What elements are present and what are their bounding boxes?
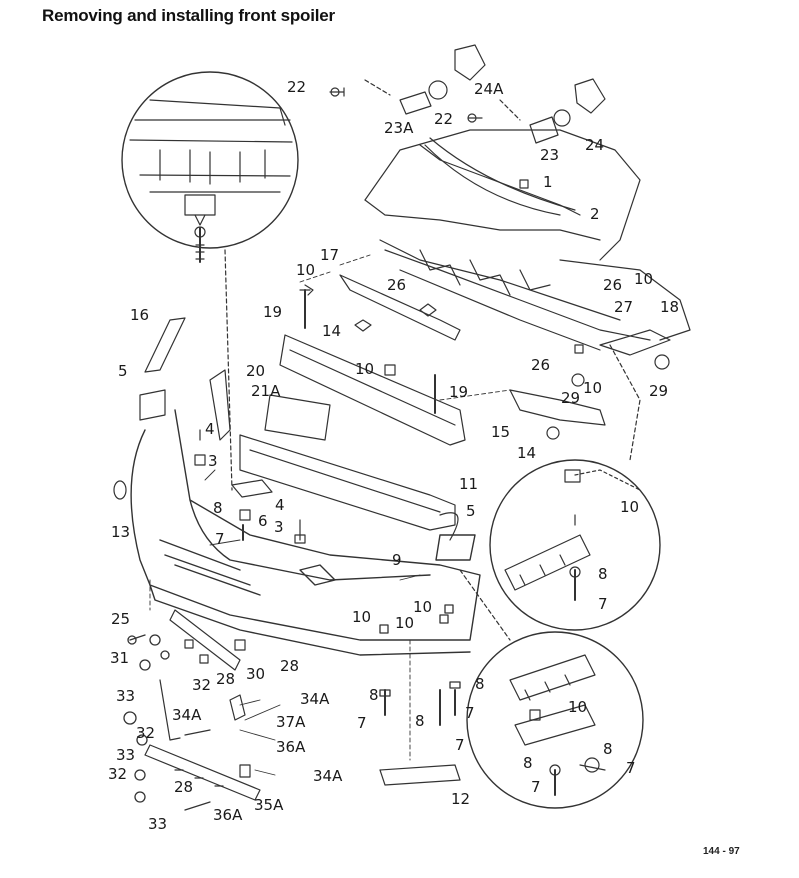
- callout-label: 11: [459, 475, 478, 493]
- callout-label: 10: [413, 598, 432, 616]
- callout-label: 28: [216, 670, 235, 688]
- callout-label: 12: [451, 790, 470, 808]
- lower-spoiler: [144, 609, 461, 801]
- callout-label: 14: [322, 322, 341, 340]
- callout-label: 36A: [213, 806, 243, 824]
- callout-label: 23: [540, 146, 559, 164]
- callout-label: 14: [517, 444, 536, 462]
- callout-label: 7: [465, 704, 475, 722]
- callout-label: 7: [455, 736, 465, 754]
- bumper-body: [130, 409, 481, 656]
- callout-label: 37A: [276, 713, 306, 731]
- callout-label: 28: [174, 778, 193, 796]
- callout-label: 29: [649, 382, 668, 400]
- callout-label: 19: [263, 303, 282, 321]
- callout-label: 28: [280, 657, 299, 675]
- callout-label: 10: [620, 498, 639, 516]
- callout-label: 31: [110, 649, 129, 667]
- callout-label: 7: [531, 778, 541, 796]
- callout-label: 10: [568, 698, 587, 716]
- upper-brackets: [299, 274, 671, 440]
- callout-label: 4: [205, 420, 215, 438]
- callout-label: 33: [116, 687, 135, 705]
- callout-label: 21A: [251, 382, 281, 400]
- callout-label: 34A: [313, 767, 343, 785]
- callout-label: 36A: [276, 738, 306, 756]
- callout-label: 9: [392, 551, 402, 569]
- callout-label: 10: [395, 614, 414, 632]
- callout-label: 33: [148, 815, 167, 833]
- callout-label: 8: [213, 499, 223, 517]
- callout-label: 7: [626, 759, 636, 777]
- callout-label: 20: [246, 362, 265, 380]
- callout-label: 7: [598, 595, 608, 613]
- callout-label: 10: [583, 379, 602, 397]
- callout-label: 27: [614, 298, 633, 316]
- callout-label: 18: [660, 298, 679, 316]
- headlamp-region: [364, 129, 691, 351]
- callout-label: 33: [116, 746, 135, 764]
- callout-label: 8: [369, 686, 379, 704]
- figure-reference: 144 - 97: [703, 846, 740, 857]
- left-side-parts: [113, 317, 306, 544]
- callout-label: 26: [531, 356, 550, 374]
- callout-label: 10: [296, 261, 315, 279]
- callout-label: 3: [208, 452, 218, 470]
- line-art: [113, 44, 691, 811]
- callout-label: 8: [415, 712, 425, 730]
- callout-label: 34A: [172, 706, 202, 724]
- callout-label: 6: [258, 512, 268, 530]
- callout-label: 13: [111, 523, 130, 541]
- callout-label: 32: [136, 724, 155, 742]
- callout-label: 8: [475, 675, 485, 693]
- callout-labels: 22 24A 23A 22 23 24 1 2 17 10 26 26 10 2…: [108, 78, 679, 833]
- callout-label: 10: [355, 360, 374, 378]
- callout-label: 8: [603, 740, 613, 758]
- page-title: Removing and installing front spoiler: [42, 6, 335, 25]
- callout-label: 23A: [384, 119, 414, 137]
- callout-label: 22: [434, 110, 453, 128]
- callout-label: 17: [320, 246, 339, 264]
- callout-label: 8: [523, 754, 533, 772]
- callout-label: 5: [118, 362, 128, 380]
- callout-label: 32: [192, 676, 211, 694]
- top-hardware: [329, 44, 606, 189]
- callout-label: 24: [585, 136, 604, 154]
- callout-label: 19: [449, 383, 468, 401]
- callout-label: 22: [287, 78, 306, 96]
- callout-label: 35A: [254, 796, 284, 814]
- callout-label: 7: [215, 530, 225, 548]
- callout-label: 2: [590, 205, 600, 223]
- callout-label: 8: [598, 565, 608, 583]
- callout-label: 30: [246, 665, 265, 683]
- callout-label: 32: [108, 765, 127, 783]
- callout-label: 1: [543, 173, 553, 191]
- callout-label: 26: [603, 276, 622, 294]
- callout-label: 26: [387, 276, 406, 294]
- callout-label: 5: [466, 502, 476, 520]
- callout-label: 10: [634, 270, 653, 288]
- callout-label: 25: [111, 610, 130, 628]
- callout-label: 3: [274, 518, 284, 536]
- fasteners: [123, 604, 461, 811]
- leader-lines: [149, 254, 511, 776]
- reinforcement-bars: [239, 334, 466, 541]
- callout-label: 24A: [474, 80, 504, 98]
- callout-label: 4: [275, 496, 285, 514]
- detail-circle-right-2: [459, 569, 644, 809]
- callout-label: 10: [352, 608, 371, 626]
- callout-label: 29: [561, 389, 580, 407]
- detail-circle-top-left: [121, 71, 299, 491]
- callout-label: 15: [491, 423, 510, 441]
- callout-label: 7: [357, 714, 367, 732]
- callout-label: 34A: [300, 690, 330, 708]
- detail-circle-right-1: [489, 344, 661, 631]
- callout-label: 16: [130, 306, 149, 324]
